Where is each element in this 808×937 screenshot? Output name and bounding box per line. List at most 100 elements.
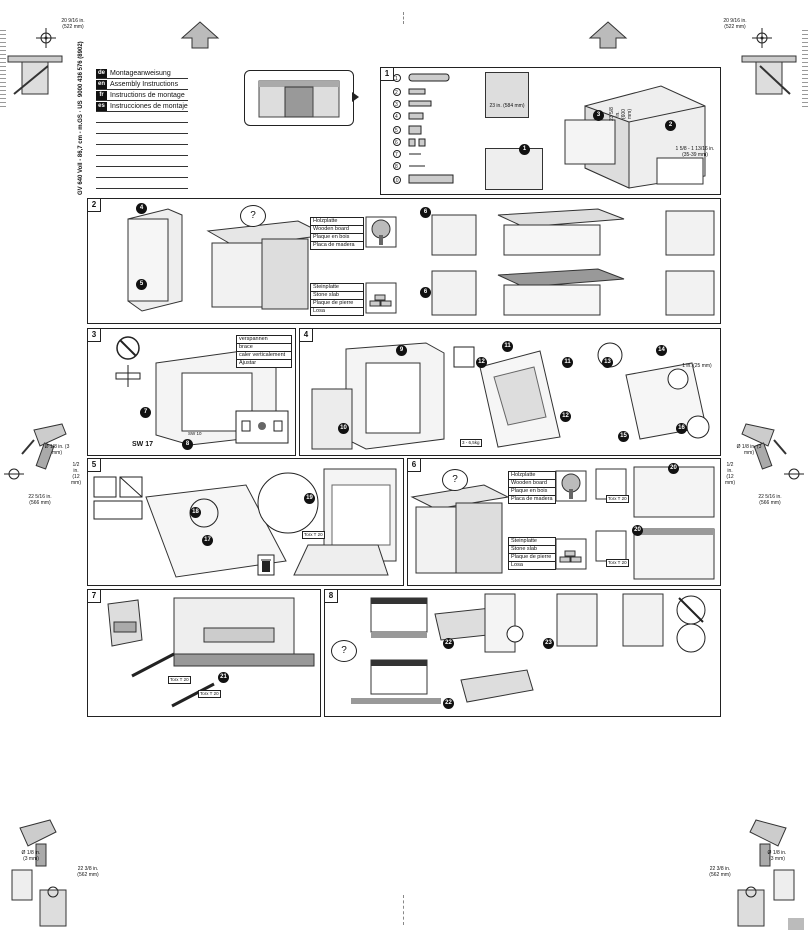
callout-11: 11 bbox=[562, 357, 573, 368]
torx-label: Torx T 20 bbox=[606, 495, 629, 503]
drill-spec-bottom-right: Ø 1/8 in. (3 mm) bbox=[767, 850, 787, 862]
language-code: es bbox=[96, 101, 107, 111]
wood-legend: Holzplatte Wooden board Plaque en bois P… bbox=[310, 217, 364, 250]
template-drawing: 23 in. (584 mm) bbox=[485, 72, 529, 118]
screwdriver-icon bbox=[171, 682, 215, 708]
svg-text:4: 4 bbox=[395, 114, 398, 120]
step-number: 2 bbox=[88, 199, 101, 212]
legend-line: Placa de madera bbox=[511, 496, 553, 502]
top-left-dimension: 20 9/16 in.(522 mm) bbox=[61, 18, 85, 30]
torx-label: Torx T 20 bbox=[302, 531, 325, 539]
callout-7: 7 bbox=[140, 407, 151, 418]
blank-line bbox=[96, 166, 188, 167]
blank-line bbox=[96, 155, 188, 156]
step-number: 8 bbox=[325, 590, 338, 603]
legend-line: Losa bbox=[313, 308, 325, 314]
blank-line bbox=[96, 177, 188, 178]
brace-legend: verspannen brace caler verticalement Aju… bbox=[236, 335, 292, 368]
screwdriver-icon bbox=[131, 652, 175, 678]
callout-11: 11 bbox=[502, 341, 513, 352]
door-panel-drawing bbox=[145, 472, 319, 578]
language-row-de: de Montageanweisung bbox=[96, 68, 188, 79]
tree-icon bbox=[555, 470, 587, 502]
blank-line bbox=[96, 122, 188, 123]
step-panel-7: 7 21 Torx T 20 Torx T 20 bbox=[87, 589, 321, 717]
svg-text:6: 6 bbox=[395, 140, 398, 146]
callout-17: 17 bbox=[202, 535, 213, 546]
rail-install-drawing bbox=[460, 669, 534, 703]
question-mark: ? bbox=[452, 474, 458, 485]
mid-right-dimension: 22 5/16 in.(566 mm) bbox=[758, 494, 782, 506]
dishwasher-open-drawing bbox=[293, 468, 397, 576]
callout-6: 6 bbox=[420, 287, 431, 298]
dimension-label: 23 in. (584 mm) bbox=[489, 103, 525, 109]
drill-icon bbox=[737, 819, 804, 930]
legend-line: Plaque de pierre bbox=[311, 300, 363, 308]
callout-22: 22 bbox=[443, 698, 454, 709]
dishwasher-drawing bbox=[564, 85, 706, 189]
language-label: Assembly Instructions bbox=[110, 80, 179, 88]
bracket-detail-stone bbox=[431, 268, 715, 316]
callout-5: 5 bbox=[136, 279, 147, 290]
parts-list: 1 2 3 4 5 6 7 8 10 bbox=[393, 73, 454, 184]
torx-label: Torx T 20 bbox=[198, 690, 221, 698]
callout-8: 8 bbox=[182, 439, 193, 450]
bottom-left-dimension: 22 3/8 in.(562 mm) bbox=[77, 866, 99, 878]
callout-13: 13 bbox=[602, 357, 613, 368]
fold-mark-bottom bbox=[403, 895, 405, 925]
drill-icon bbox=[741, 423, 804, 480]
legend-line: Holzplatte bbox=[311, 218, 363, 226]
stone-legend: Steinplatte Stone slab Plaque de pierre … bbox=[508, 537, 556, 570]
bricks-icon bbox=[365, 282, 397, 314]
svg-text:2: 2 bbox=[395, 90, 398, 96]
svg-text:3: 3 bbox=[395, 102, 398, 108]
blank-line bbox=[96, 188, 188, 189]
callout-12: 12 bbox=[560, 411, 571, 422]
step-number: 6 bbox=[408, 459, 421, 472]
wood-legend: Holzplatte Wooden board Plaque en bois P… bbox=[508, 471, 556, 504]
drill-spec-bottom-left: Ø 1/8 in. (3 mm) bbox=[21, 850, 41, 862]
legend-line: verspannen bbox=[237, 336, 291, 344]
ruler-right-top bbox=[802, 30, 808, 110]
svg-text:5: 5 bbox=[395, 128, 398, 134]
no-tilt-icon bbox=[116, 336, 140, 360]
arrow-right-icon bbox=[352, 92, 359, 102]
language-code: fr bbox=[96, 90, 107, 100]
crosshair-icon bbox=[752, 28, 772, 48]
legend-line: Wooden board bbox=[509, 480, 555, 488]
dimension-label: 1 5/8 - 1 13/16 in. (35-39 mm) bbox=[675, 146, 715, 158]
language-code: en bbox=[96, 79, 107, 89]
crosshair-icon bbox=[36, 28, 56, 48]
svg-text:8: 8 bbox=[395, 164, 398, 170]
weight-label: 3 - 6,5kg bbox=[460, 439, 482, 447]
drill-spec-right: Ø 1/8 in. (3 mm) bbox=[736, 444, 762, 456]
language-row-es: es Instrucciones de montaje bbox=[96, 101, 188, 112]
svg-text:1: 1 bbox=[395, 76, 398, 82]
template-drawing-top-right bbox=[741, 55, 797, 95]
countertop-drawing bbox=[206, 220, 328, 310]
callout-14: 14 bbox=[656, 345, 667, 356]
depth-spec-right: 1/2 in. (12 mm) bbox=[725, 462, 735, 486]
step-panel-1: 1 1 2 3 4 5 6 7 8 10 23 in. (584 mm) bbox=[380, 67, 721, 195]
callout-21: 21 bbox=[218, 672, 229, 683]
legend-line: Steinplatte bbox=[311, 284, 363, 292]
callout-12: 12 bbox=[476, 357, 487, 368]
legend-line: caler verticalement bbox=[237, 352, 291, 360]
callout-2: 2 bbox=[665, 120, 676, 131]
legend-line: Losa bbox=[511, 562, 523, 568]
question-mark: ? bbox=[250, 210, 256, 221]
base-install-drawing bbox=[485, 148, 543, 190]
step-number: 4 bbox=[300, 329, 313, 342]
step-panel-4: 4 9 10 11 12 12 11 3 - 6,5kg 13 14 15 16… bbox=[299, 328, 721, 456]
question-mark: ? bbox=[341, 645, 347, 656]
step-panel-8: 8 ? 22 22 23 bbox=[324, 589, 721, 717]
callout-23: 23 bbox=[543, 638, 554, 649]
legend-line: Placa de madera bbox=[313, 242, 355, 248]
question-bubble: ? bbox=[442, 469, 468, 491]
callout-15: 15 bbox=[618, 431, 629, 442]
language-label: Montageanweisung bbox=[110, 69, 171, 77]
fold-mark-top bbox=[403, 12, 405, 24]
legend-line: Plaque en bois bbox=[509, 488, 555, 496]
legend-line: Wooden board bbox=[311, 226, 363, 234]
legend-line: Ajustar bbox=[239, 360, 257, 366]
